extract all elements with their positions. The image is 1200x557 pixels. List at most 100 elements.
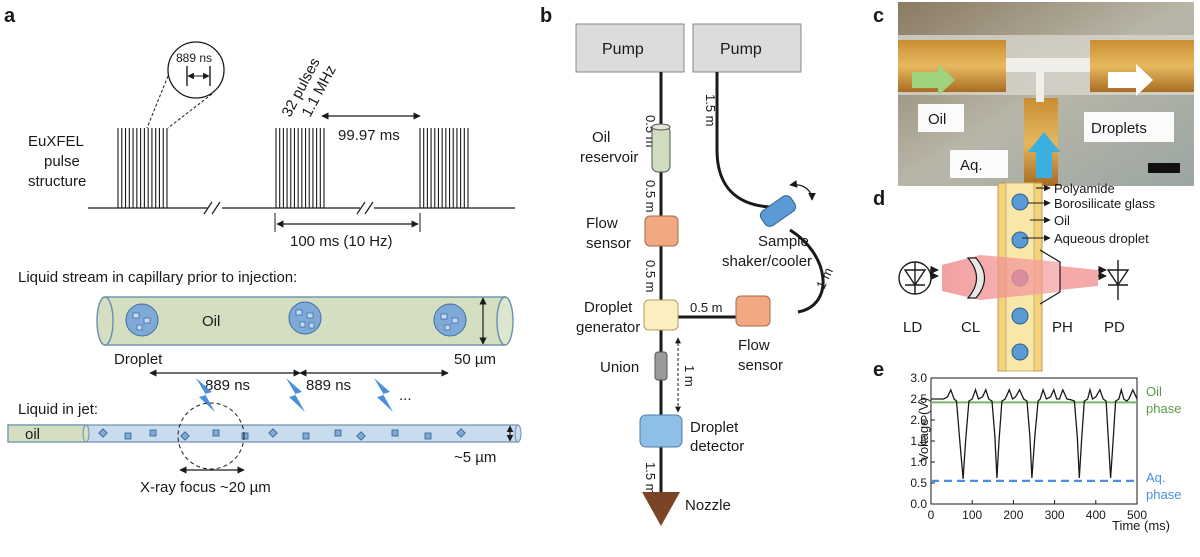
droplet-generator-label-1: Droplet [584,299,633,316]
panel-a-label: a [4,5,16,27]
svg-text:889 ns: 889 ns [306,377,351,394]
crystal [268,428,278,438]
droplet-interval-annotation: 889 ns 889 ns ... [149,369,449,404]
tubing [659,72,825,500]
droplet-generator-label-2: generator [576,319,640,336]
tube-length-right-loop: 1 m [813,265,836,291]
shaker-label-2: shaker/cooler [722,253,812,270]
panel-e-label: e [873,359,884,381]
svg-text:Pump: Pump [602,41,644,58]
crystal [356,431,366,441]
crystal [241,432,249,440]
axis-break-mark [203,201,374,215]
train-gap-annotation: 99.97 ms [321,112,421,144]
cl-label: CL [961,319,980,336]
crystal [302,432,310,440]
tube-length-mid1: 0.5 m [643,180,658,213]
panel-c-label: c [873,5,884,27]
flow-sensor-right [735,295,771,327]
tube-length-bottom: 1.5 m [643,462,658,495]
pulse-train-2 [275,128,325,208]
nozzle-label: Nozzle [685,497,731,514]
capillary-title: Liquid stream in capillary prior to inje… [18,269,297,286]
jet-width-label: ~5 µm [454,449,496,466]
svg-text:889 ns: 889 ns [205,377,250,394]
crystal [424,432,432,440]
y-tick-label: 2.0 [910,413,927,427]
svg-text:...: ... [399,387,412,404]
crystal [391,429,399,437]
flow-sensor-left-label-2: sensor [586,235,631,252]
ld-label: LD [903,319,922,336]
x-tick-label: 300 [1045,508,1065,522]
crystal [456,428,466,438]
x-tick-label: 500 [1127,508,1147,522]
svg-text:99.97 ms: 99.97 ms [338,127,400,144]
capillary-width-label: 50 µm [454,351,496,368]
crystal [149,429,157,437]
droplet [433,303,467,337]
ph-label: PH [1052,319,1073,336]
crystal [212,429,220,437]
pulse-train-3 [419,128,469,208]
crystal [334,429,342,437]
pulse-train-1 [117,128,168,208]
pump-left: Pump [575,23,685,73]
jet-crystals [98,428,466,441]
oil-label: Oil [202,313,220,330]
svg-text:100 ms (10 Hz): 100 ms (10 Hz) [290,233,393,250]
train-period-annotation: 100 ms (10 Hz) [274,213,421,250]
layer-label-polyamide: Polyamide [1054,181,1115,196]
layer-label-aqueous: Aqueous droplet [1054,231,1149,246]
droplet-detector [639,414,683,448]
union-label: Union [600,359,639,376]
oil-phase-label-2: phase [1146,401,1181,416]
voltage-series-line [931,387,1138,479]
y-tick-label: 1.0 [910,455,927,469]
pulse-timeline [88,128,515,215]
jet-oil-label: oil [25,426,40,443]
svg-text:pulse: pulse [44,153,80,170]
y-axis-label: Voltage (V) [916,398,931,462]
union-connector [654,351,668,381]
oil-reservoir [651,123,671,173]
shaker-label-1: Sample [758,233,809,250]
x-tick-label: 100 [962,508,982,522]
panel-b-label: b [540,5,552,27]
oil-phase-label-1: Oil [1146,384,1162,399]
droplet-detector-label-2: detector [690,438,744,455]
oil-reservoir-label-1: Oil [592,129,610,146]
pump-right: Pump [692,23,802,73]
flow-sensor-left [644,215,679,247]
crystal [124,432,132,440]
capillary-tube: Oil [96,296,514,346]
panel-d-label: d [873,188,885,210]
flow-sensor-right-label-2: sensor [738,357,783,374]
y-tick-label: 2.5 [910,392,927,406]
tube-length-mid2: 0.5 m [643,260,658,293]
photo-oil-label: Oil [928,111,946,128]
jet-stream: oil [7,424,522,443]
microfluidic-photo: Oil Droplets Aq. [898,2,1194,186]
jet-title: Liquid in jet: [18,401,98,418]
droplet [125,303,159,337]
pulse-zoom-inset: 889 ns [146,41,225,129]
flow-sensor-right-label-1: Flow [738,337,770,354]
tube-length-horiz: 0.5 m [690,300,723,315]
layer-label-oil: Oil [1054,213,1070,228]
tube-length-right-top: 1.5 m [703,94,718,127]
y-tick-label: 0.5 [910,476,927,490]
x-tick-label: 0 [928,508,935,522]
crystal [98,428,108,438]
optical-detection-setup [898,182,1130,372]
sample-shaker [759,180,816,227]
zoom-interval-label: 889 ns [176,51,212,65]
crystal [180,431,190,441]
pulse-structure-label: EuXFEL pulse structure [28,133,86,190]
oil-reservoir-label-2: reservoir [580,149,638,166]
aq-phase-label-1: Aq. [1146,470,1166,485]
xray-focus-label: X-ray focus ~20 µm [140,479,271,496]
x-axis-label: Time (ms) [1112,518,1170,533]
